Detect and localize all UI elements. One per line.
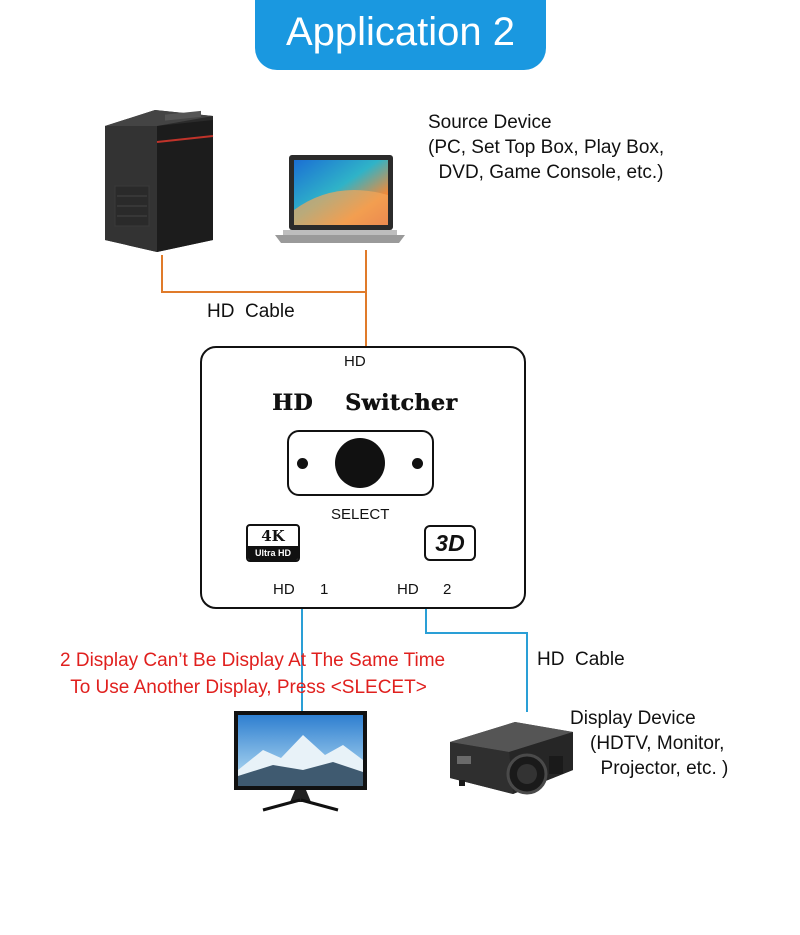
output2-port-number: 2 xyxy=(443,581,452,598)
switcher-brand-name: Switcher xyxy=(345,390,458,416)
monitor-icon xyxy=(234,711,367,812)
display-device-label-1: Display Device xyxy=(570,708,696,729)
output1-port-number: 1 xyxy=(320,581,329,598)
projector-icon xyxy=(450,722,573,795)
4k-badge-text: 4K xyxy=(261,527,285,545)
select-panel-right-dot xyxy=(412,458,423,469)
4k-ultra-hd-badge: 4K Ultra HD xyxy=(246,524,300,562)
output1-port-label: HD xyxy=(273,581,295,598)
laptop-icon xyxy=(275,155,405,243)
display-device-label-3: Projector, etc. ) xyxy=(590,758,729,779)
projector-cable-line xyxy=(425,608,528,712)
output2-port-label: HD xyxy=(397,581,419,598)
3d-badge: 3D xyxy=(424,525,476,561)
select-button[interactable] xyxy=(335,438,385,488)
ultra-hd-badge-text: Ultra HD xyxy=(248,546,298,560)
title-banner: Application 2 xyxy=(255,0,546,70)
pc-cable-line xyxy=(161,255,366,293)
switcher-input-port-label: HD xyxy=(344,353,366,370)
switcher-brand-hd: HD xyxy=(272,390,313,416)
hd-cable-label-bottom: HD Cable xyxy=(537,649,625,670)
select-panel-left-dot xyxy=(297,458,308,469)
select-panel xyxy=(287,430,434,496)
page-title: Application 2 xyxy=(285,10,516,54)
select-label: SELECT xyxy=(331,506,390,523)
pc-tower-icon xyxy=(105,110,214,252)
display-device-label-2: (HDTV, Monitor, xyxy=(590,733,725,754)
source-device-label-1: Source Device xyxy=(428,112,552,133)
hd-cable-label-top: HD Cable xyxy=(207,301,295,322)
source-device-label-3: DVD, Game Console, etc.) xyxy=(428,162,664,183)
switch-note-line-2: To Use Another Display, Press <SLECET> xyxy=(60,677,427,698)
switch-note-line-1: 2 Display Can’t Be Display At The Same T… xyxy=(60,650,446,671)
source-device-label-2: (PC, Set Top Box, Play Box, xyxy=(428,137,665,158)
